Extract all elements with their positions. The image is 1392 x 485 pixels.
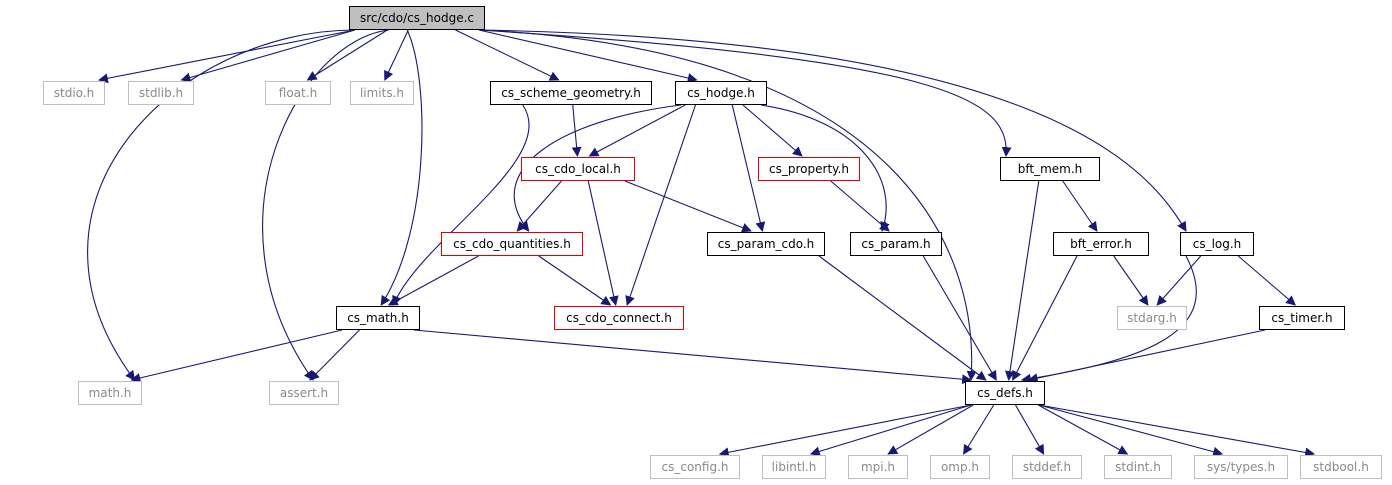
edge-cs-cdo-local-h-to-cs-cdo-quantities-h: [516, 180, 562, 232]
edge-cs-hodge-h-to-cs-param-h: [760, 104, 890, 232]
node-cs-scheme-geometry-h[interactable]: cs_scheme_geometry.h: [490, 81, 652, 105]
edge-cs-hodge-c-to-bft-mem-h: [478, 29, 1012, 157]
edge-cs-log-h-to-stdarg-h: [1156, 255, 1202, 306]
node-cs-config-h: cs_config.h: [650, 455, 740, 479]
edge-cs-hodge-c-to-cs-hodge-h: [478, 29, 698, 83]
edge-cs-defs-h-to-stdbool-h: [1038, 404, 1316, 458]
edge-cs-math-h-to-assert-h: [309, 329, 360, 381]
edge-cs-log-h-to-cs-timer-h: [1237, 255, 1296, 306]
node-cs-property-h[interactable]: cs_property.h: [758, 157, 860, 181]
node-cs-math-h[interactable]: cs_math.h: [336, 306, 420, 330]
edge-cs-math-h-to-math-h: [130, 329, 343, 383]
edge-cs-defs-h-to-cs-config-h: [718, 404, 972, 458]
node-stdbool-h: stdbool.h: [1300, 455, 1382, 479]
edge-cs-cdo-quantities-h-to-cs-cdo-connect-h: [538, 255, 612, 306]
node-cs-param-cdo-h[interactable]: cs_param_cdo.h: [707, 232, 825, 256]
edge-cs-hodge-c-to-cs-math-h: [380, 29, 423, 306]
edge-cs-hodge-c-to-math-h: [87, 29, 356, 381]
edge-cs-timer-h-to-cs-defs-h: [1027, 329, 1266, 383]
edge-bft-mem-h-to-cs-defs-h: [1005, 180, 1040, 381]
node-stddef-h: stddef.h: [1012, 455, 1082, 479]
node-cs-log-h[interactable]: cs_log.h: [1180, 232, 1254, 256]
edge-cs-hodge-c-to-assert-h: [262, 29, 389, 381]
edge-cs-cdo-local-h-to-cs-param-cdo-h: [624, 180, 752, 233]
node-cs-hodge-c[interactable]: src/cdo/cs_hodge.c: [349, 6, 485, 30]
edge-cs-defs-h-to-libintl-h: [809, 404, 972, 457]
node-stdint-h: stdint.h: [1104, 455, 1172, 479]
node-math-h: math.h: [78, 381, 142, 405]
edge-cs-defs-h-to-mpi-h: [887, 404, 974, 455]
edge-cs-defs-h-to-omp-h: [963, 404, 995, 455]
node-mpi-h: mpi.h: [848, 455, 908, 479]
edge-cs-hodge-c-to-stdlib-h: [180, 29, 356, 83]
edge-cs-cdo-quantities-h-to-cs-math-h: [387, 255, 479, 306]
edge-bft-error-h-to-stdarg-h: [1113, 255, 1149, 306]
node-bft-mem-h[interactable]: bft_mem.h: [1000, 157, 1100, 181]
node-cs-cdo-connect-h[interactable]: cs_cdo_connect.h: [554, 306, 684, 330]
node-libintl-h: libintl.h: [762, 455, 826, 479]
node-stdlib-h: stdlib.h: [128, 81, 194, 105]
edge-cs-property-h-to-cs-param-h: [830, 180, 890, 232]
node-cs-cdo-local-h[interactable]: cs_cdo_local.h: [521, 157, 635, 181]
node-cs-cdo-quantities-h[interactable]: cs_cdo_quantities.h: [441, 232, 583, 256]
edge-cs-defs-h-to-stddef-h: [1015, 404, 1045, 455]
node-cs-param-h[interactable]: cs_param.h: [850, 232, 942, 256]
node-float-h: float.h: [265, 81, 331, 105]
edge-bft-mem-h-to-bft-error-h: [1062, 180, 1098, 232]
edge-cs-hodge-c-to-stdio-h: [98, 29, 356, 84]
edge-cs-hodge-h-to-cs-property-h: [742, 104, 803, 157]
edge-cs-math-h-to-cs-defs-h: [413, 329, 972, 385]
edge-cs-hodge-h-to-cs-cdo-local-h: [588, 104, 686, 157]
edge-cs-hodge-h-to-cs-cdo-quantities-h: [513, 104, 682, 232]
node-sys-types-h: sys/types.h: [1194, 455, 1288, 479]
edge-cs-defs-h-to-stdint-h: [1037, 404, 1129, 455]
node-cs-defs-h[interactable]: cs_defs.h: [965, 381, 1045, 405]
node-stdarg-h: stdarg.h: [1117, 306, 1187, 330]
node-cs-timer-h[interactable]: cs_timer.h: [1259, 306, 1345, 330]
edge-cs-hodge-c-to-cs-scheme-geometry-h: [455, 29, 560, 81]
edge-bft-error-h-to-cs-defs-h: [1012, 255, 1078, 381]
edge-cs-hodge-c-to-cs-log-h: [478, 29, 1187, 232]
node-limits-h: limits.h: [350, 81, 414, 105]
node-cs-hodge-h[interactable]: cs_hodge.h: [675, 81, 767, 105]
edge-cs-hodge-h-to-cs-cdo-connect-h: [625, 104, 697, 306]
edge-cs-defs-h-to-sys-types-h: [1038, 404, 1224, 457]
edge-cs-scheme-geometry-h-to-cs-cdo-local-h: [571, 104, 582, 157]
edge-cs-param-cdo-h-to-cs-defs-h: [818, 255, 987, 381]
edge-cs-hodge-h-to-cs-param-cdo-h: [731, 104, 766, 232]
node-bft-error-h[interactable]: bft_error.h: [1053, 232, 1149, 256]
edge-cs-hodge-c-to-cs-defs-h: [478, 29, 977, 381]
edge-cs-hodge-c-to-float-h: [306, 29, 388, 81]
edge-cs-hodge-c-to-limits-h: [384, 29, 409, 81]
node-omp-h: omp.h: [930, 455, 990, 479]
node-stdio-h: stdio.h: [43, 81, 105, 105]
edge-cs-cdo-local-h-to-cs-cdo-connect-h: [587, 180, 619, 306]
edge-cs-scheme-geometry-h-to-cs-math-h: [392, 104, 530, 306]
node-assert-h: assert.h: [269, 381, 339, 405]
edge-cs-param-h-to-cs-defs-h: [922, 255, 997, 381]
